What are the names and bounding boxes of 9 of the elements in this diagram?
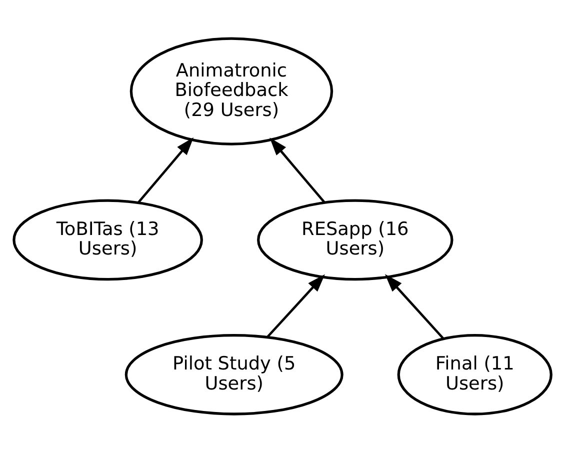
arrow: [137, 136, 194, 204]
node-ellipse: Final (11 Users): [397, 334, 552, 415]
arrow: [270, 137, 326, 203]
arrow: [384, 274, 445, 340]
node-ellipse: Pilot Study (5 Users): [124, 334, 344, 415]
node-ellipse: Animatronic Biofeedback (29 Users): [130, 36, 334, 145]
arrow: [266, 274, 325, 338]
node-ellipse: RESapp (16 Users): [257, 198, 454, 280]
node-ellipse: ToBITas (13 Users): [12, 198, 203, 280]
